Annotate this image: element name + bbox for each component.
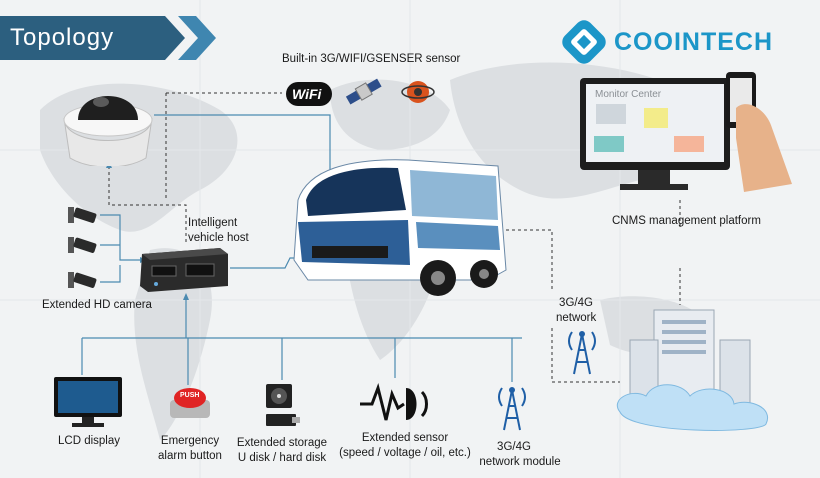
- lcd-label: LCD display: [58, 435, 120, 447]
- lcd-display-icon: [54, 377, 122, 427]
- wifi-icon-text: WiFi: [292, 86, 322, 102]
- dome-camera-icon: [63, 96, 153, 166]
- network-label-line1: 3G/4G: [559, 297, 593, 309]
- camera-icon: [68, 272, 97, 288]
- storage-label-line1: Extended storage: [236, 437, 328, 449]
- host-label-line1: Intelligent: [188, 217, 238, 229]
- platform-label: CNMS management platform: [612, 215, 761, 227]
- satellite-icon: [345, 78, 382, 105]
- module-label-line2: network module: [479, 456, 561, 468]
- bus-icon: [293, 159, 507, 296]
- monitor-center-screen-icon: [580, 72, 792, 192]
- module-label-line1: 3G/4G: [497, 441, 531, 453]
- network-label-line2: network: [556, 312, 597, 324]
- brand-name: COOINTECH: [614, 28, 773, 56]
- sensor-label-line1: Extended sensor: [361, 432, 449, 444]
- alarm-label-line2: alarm button: [158, 450, 222, 462]
- alarm-button-icon: PUSH: [170, 386, 210, 420]
- storage-label-line2: U disk / hard disk: [237, 452, 327, 464]
- gsensor-icon: [401, 81, 435, 103]
- page-title: Topology: [10, 24, 115, 51]
- network-module-icon: [498, 387, 526, 431]
- camera-icon: [68, 207, 97, 223]
- antenna-icon: [568, 331, 596, 375]
- sensor-label-line2: (speed / voltage / oil, etc.): [339, 447, 471, 459]
- cameras-label: Extended HD camera: [42, 299, 152, 311]
- host-label-line2: vehicle host: [188, 232, 249, 244]
- topology-banner: [0, 16, 228, 60]
- monitor-center-title: Monitor Center: [595, 89, 662, 100]
- alarm-label-line1: Emergency: [160, 435, 220, 447]
- alarm-button-text: PUSH: [180, 392, 200, 399]
- sensors-label: Built-in 3G/WIFI/GSENSER sensor: [282, 53, 461, 65]
- server-cloud-icon: [617, 309, 769, 431]
- wifi-icon: WiFi: [286, 82, 332, 106]
- cointech-logo-icon: [562, 20, 606, 64]
- camera-icon: [68, 237, 97, 253]
- vehicle-host-icon: [140, 248, 228, 292]
- storage-icon: [266, 384, 300, 426]
- sensor-waveform-icon: [360, 382, 428, 421]
